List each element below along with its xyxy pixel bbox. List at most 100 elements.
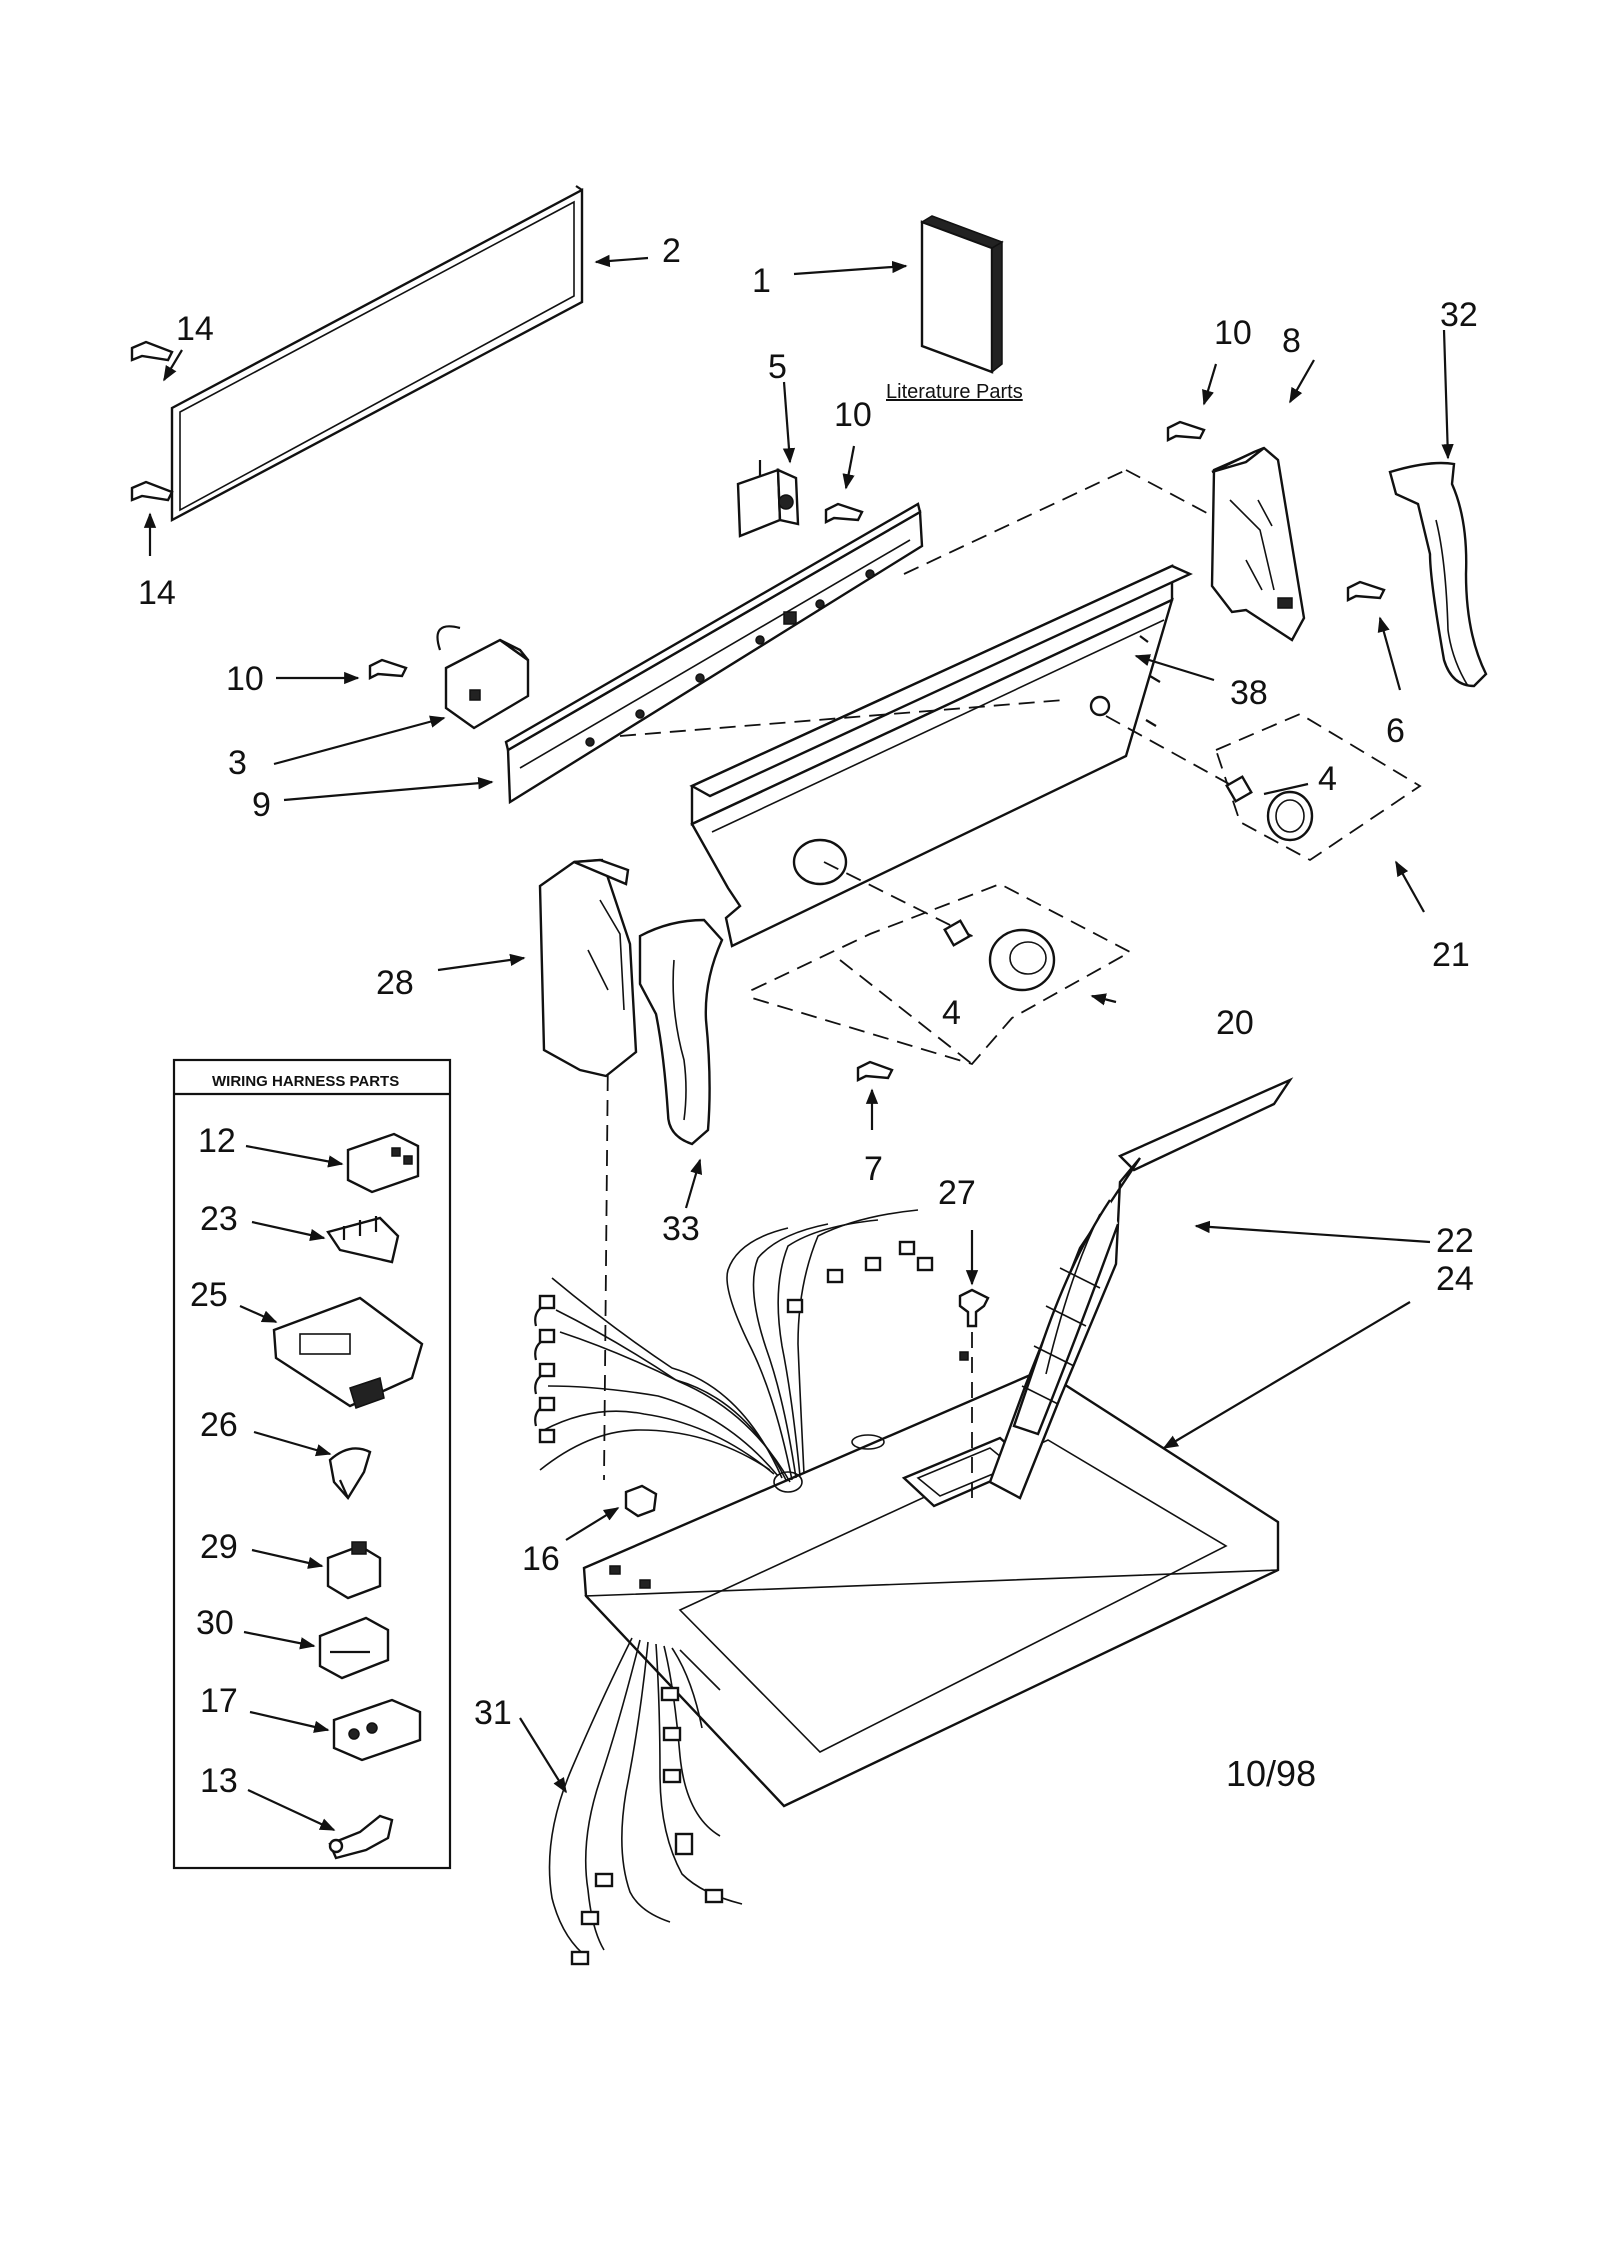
callout-10-center: 10 xyxy=(834,396,872,434)
callout-line-14a xyxy=(163,349,183,382)
callout-12: 12 xyxy=(198,1122,236,1160)
timer-part-5 xyxy=(736,460,800,538)
callout-line-31 xyxy=(519,1717,567,1794)
callout-8: 8 xyxy=(1282,322,1301,360)
screw-14-bottom xyxy=(130,480,174,502)
wire-harness-part-31 xyxy=(548,1637,743,1966)
callout-29: 29 xyxy=(200,1528,238,1566)
screw-part-7 xyxy=(856,1060,894,1082)
callout-line-w13 xyxy=(247,1789,336,1831)
knob-part-21 xyxy=(1225,775,1314,842)
callout-9: 9 xyxy=(252,786,271,824)
callout-line-w30 xyxy=(243,1630,316,1650)
callout-line-10b xyxy=(842,445,856,490)
screw-part-27 xyxy=(958,1288,990,1328)
connector-part-12 xyxy=(346,1132,420,1194)
callout-line-w17 xyxy=(249,1710,330,1733)
callout-6: 6 xyxy=(1386,712,1405,750)
callout-7: 7 xyxy=(864,1150,883,1188)
callout-line-9 xyxy=(283,777,494,802)
callout-line-5 xyxy=(782,381,796,464)
callout-22: 22 xyxy=(1436,1222,1474,1260)
callout-26: 26 xyxy=(200,1406,238,1444)
screw-14-top xyxy=(130,340,174,362)
wire-harness-upper xyxy=(534,1209,934,1483)
literature-parts-part-1 xyxy=(920,215,1004,374)
callout-line-28 xyxy=(437,953,526,972)
callout-line-3 xyxy=(273,715,446,766)
connector-part-29 xyxy=(326,1541,382,1600)
callout-17: 17 xyxy=(200,1682,238,1720)
callout-23: 23 xyxy=(200,1200,238,1238)
callout-32: 32 xyxy=(1440,296,1478,334)
rear-panel-part-2 xyxy=(170,185,584,522)
connector-part-25 xyxy=(272,1296,424,1409)
callout-line-w29 xyxy=(251,1548,324,1569)
callout-line-w26 xyxy=(253,1430,332,1457)
callout-line-4a xyxy=(1263,782,1309,796)
callout-14-top: 14 xyxy=(176,310,214,348)
callout-30: 30 xyxy=(196,1604,234,1642)
callout-31: 31 xyxy=(474,1694,512,1732)
callout-line-33 xyxy=(684,1158,703,1209)
callout-line-10a xyxy=(1202,363,1218,406)
knob-part-20 xyxy=(943,919,1056,992)
callout-line-w25 xyxy=(239,1304,278,1324)
assembly-guide-lines xyxy=(603,469,1241,1481)
connector-part-17 xyxy=(332,1698,422,1762)
callout-line-w12 xyxy=(245,1144,344,1168)
callout-line-8 xyxy=(1289,359,1315,404)
callout-25: 25 xyxy=(190,1276,228,1314)
callout-14-bottom: 14 xyxy=(138,574,176,612)
callout-2: 2 xyxy=(662,232,681,270)
callout-10-left: 10 xyxy=(226,660,264,698)
callout-4-right: 4 xyxy=(1318,760,1337,798)
literature-parts-label: Literature Parts xyxy=(886,381,1023,403)
callout-3: 3 xyxy=(228,744,247,782)
callout-38: 38 xyxy=(1230,674,1268,712)
callout-16: 16 xyxy=(522,1540,560,1578)
callout-28: 28 xyxy=(376,964,414,1002)
callout-24: 24 xyxy=(1436,1260,1474,1298)
knob-group-part-20 xyxy=(751,883,1132,1066)
callout-line-6 xyxy=(1377,616,1402,691)
wiring-harness-box xyxy=(172,1058,452,1870)
callout-line-2 xyxy=(594,254,649,268)
control-console-part-38 xyxy=(689,564,1193,948)
knob-group-part-21 xyxy=(1214,712,1422,862)
lint-screen-part-22 xyxy=(988,1077,1294,1500)
callout-27: 27 xyxy=(938,1174,976,1212)
callout-line-24 xyxy=(1162,1301,1411,1449)
switch-part-3 xyxy=(436,625,530,730)
callout-line-38 xyxy=(1134,654,1215,682)
plug-part-16 xyxy=(624,1484,658,1518)
callout-line-22 xyxy=(1194,1220,1431,1244)
callout-line-21 xyxy=(1395,860,1425,913)
end-cap-part-8 xyxy=(1210,446,1306,642)
callout-5: 5 xyxy=(768,348,787,386)
terminal-part-13 xyxy=(328,1814,394,1860)
connector-part-30 xyxy=(318,1616,390,1680)
end-cap-part-28 xyxy=(538,858,638,1078)
top-panel-part-24 xyxy=(582,1351,1280,1808)
screw-10-right xyxy=(1166,420,1206,442)
callout-line-16 xyxy=(565,1507,620,1541)
callout-10-right: 10 xyxy=(1214,314,1252,352)
screw-10-center xyxy=(824,502,864,524)
end-cap-trim-part-33 xyxy=(638,918,724,1146)
screw-part-6 xyxy=(1346,580,1386,602)
screw-10-left xyxy=(368,658,408,680)
callout-1: 1 xyxy=(752,262,771,300)
callout-line-w23 xyxy=(251,1220,326,1242)
callout-line-1 xyxy=(793,260,908,276)
console-bracket-part-9 xyxy=(504,502,924,805)
callout-33: 33 xyxy=(662,1210,700,1248)
callout-20: 20 xyxy=(1216,1004,1254,1042)
connector-part-26 xyxy=(328,1447,372,1501)
callout-4-center: 4 xyxy=(942,994,961,1032)
callout-13: 13 xyxy=(200,1762,238,1800)
knob-group-20-inner xyxy=(839,959,973,1065)
date-code: 10/98 xyxy=(1226,1753,1316,1794)
callout-21: 21 xyxy=(1432,936,1470,974)
